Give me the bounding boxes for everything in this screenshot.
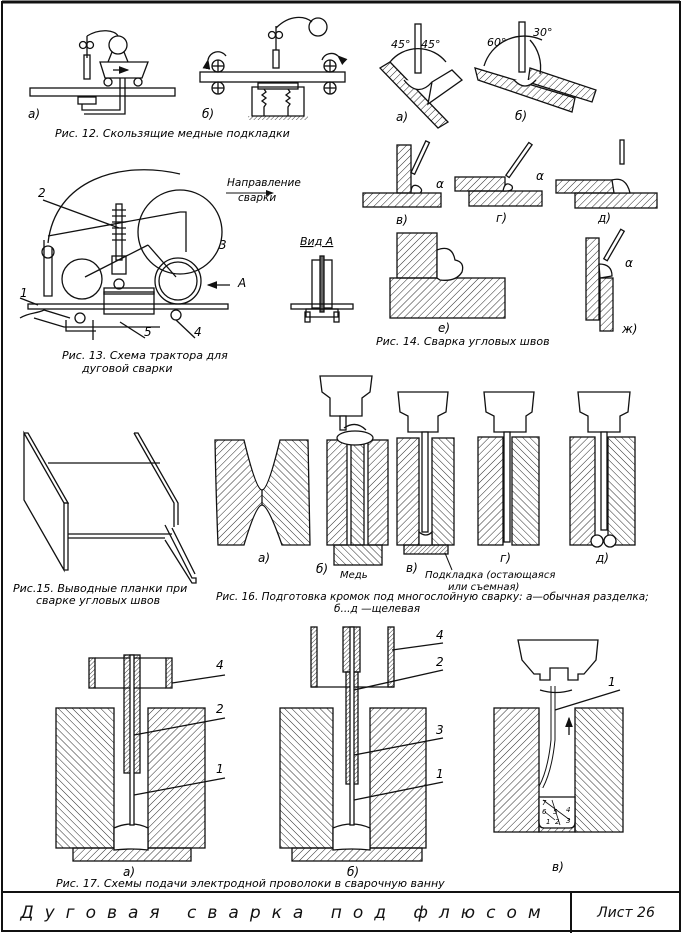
fig14-f: [389, 232, 506, 319]
layer-number: 7: [542, 799, 547, 807]
fig13-caption: Рис. 13. Схема трактора для: [62, 349, 228, 362]
fig14-b: [474, 21, 597, 113]
angle-label: 45°: [391, 38, 411, 51]
fig16-d-label: г): [500, 551, 511, 565]
layer-number: 6: [542, 808, 547, 816]
fig13-arrow-label: А: [237, 276, 246, 290]
fig16-b-label: б): [316, 562, 328, 576]
fig17-c-callout-1: 1: [608, 675, 616, 689]
fig16-copper-label: Медь: [340, 570, 368, 581]
fig17-b-label: б): [347, 865, 359, 879]
fig16-c: [396, 391, 455, 555]
fig13-direction-label-2: сварки: [238, 192, 276, 204]
layer-number: 4: [566, 806, 570, 814]
fig14-d-label: г): [496, 211, 507, 225]
fig17-caption: Рис. 17. Схемы подачи электродной провол…: [56, 877, 445, 890]
fig12-b-label: б): [202, 107, 214, 121]
alpha-label: α: [625, 256, 633, 270]
fig17-a-label: а): [123, 865, 135, 879]
fig12-a: [29, 30, 176, 115]
fig13-callout-1: 1: [20, 286, 28, 300]
sheet-number: Лист 26: [597, 905, 655, 921]
angle-label: 60°: [487, 36, 507, 49]
fig12-a-label: а): [28, 107, 40, 121]
angle-label: 30°: [533, 26, 553, 39]
fig17-a-callout-4: 4: [216, 658, 224, 672]
fig13-caption-2: дуговой сварки: [81, 362, 173, 375]
fig17-b-callout-4: 4: [436, 628, 444, 642]
angle-label: 45°: [421, 38, 441, 51]
fig16-caption-2: б...д —щелевая: [334, 603, 420, 615]
fig17-b: [279, 626, 444, 862]
fig16-caption: Рис. 16. Подготовка кромок под многослой…: [216, 591, 649, 603]
fig13-callout-5: 5: [144, 325, 152, 339]
fig13-direction-label: Направление: [227, 177, 301, 189]
fig12-b: [199, 16, 348, 120]
fig16-e-label: д): [595, 551, 609, 565]
fig17-c-label: в): [552, 860, 564, 874]
fig14-a-label: а): [396, 110, 408, 124]
fig13-callout-2: 2: [38, 186, 46, 200]
layer-number: 5: [553, 808, 558, 816]
fig14-a: [378, 23, 464, 129]
title-block: Дуговая сварка под флюсом Лист 26: [2, 891, 680, 933]
fig17-a-callout-2: 2: [216, 702, 224, 716]
fig14-c-label: в): [396, 213, 408, 227]
fig13-view-label: Вид А: [300, 235, 333, 248]
fig14-caption: Рис. 14. Сварка угловых швов: [376, 335, 550, 348]
fig12-caption: Рис. 12. Скользящие медные подкладки: [55, 127, 290, 140]
fig16-e: [569, 391, 636, 548]
fig14-e-label: д): [597, 211, 611, 225]
fig13-callout-3: 3: [219, 238, 227, 252]
fig17-b-callout-1: 1: [436, 767, 444, 781]
layer-number: 1: [546, 818, 550, 826]
fig15-caption-2: сварке угловых швов: [36, 594, 160, 607]
fig16-d: [477, 391, 540, 546]
sheet-title: Дуговая сварка под флюсом: [2, 893, 572, 933]
fig17-c: [493, 639, 624, 833]
fig14-d: [454, 141, 543, 207]
fig16-backing-label: Подкладка (остающаяся: [425, 570, 555, 581]
fig16-a: [214, 439, 311, 546]
fig17-b-callout-2: 2: [436, 655, 444, 669]
fig16-a-label: а): [258, 551, 270, 565]
fig14-b-label: б): [515, 109, 527, 123]
fig15-caption: Рис.15. Выводные планки при: [13, 582, 187, 595]
fig14-e: [555, 139, 658, 209]
fig14-c: [362, 139, 442, 208]
fig14-g: [585, 228, 626, 332]
fig14-f-label: е): [438, 321, 450, 335]
fig17-a-callout-1: 1: [216, 762, 224, 776]
alpha-label: α: [536, 169, 544, 183]
layer-number: 3: [566, 817, 570, 825]
fig17-a: [55, 654, 226, 862]
layer-number: 2: [555, 818, 560, 826]
fig13-callout-4: 4: [194, 325, 202, 339]
fig13-tractor: [19, 169, 230, 340]
fig14-g-label: ж): [621, 322, 638, 336]
fig16-b: [319, 375, 389, 566]
fig15-runoff-plates: [23, 430, 197, 584]
fig16-backing-label-2: или съемная): [448, 582, 519, 593]
fig16-c-label: в): [406, 561, 418, 575]
fig17-b-callout-3: 3: [436, 723, 444, 737]
fig17-c-layer-numbers: 7 6 5 4 3 2 1: [542, 799, 570, 826]
fig13-view-a: [290, 255, 354, 323]
alpha-label: α: [436, 177, 444, 191]
